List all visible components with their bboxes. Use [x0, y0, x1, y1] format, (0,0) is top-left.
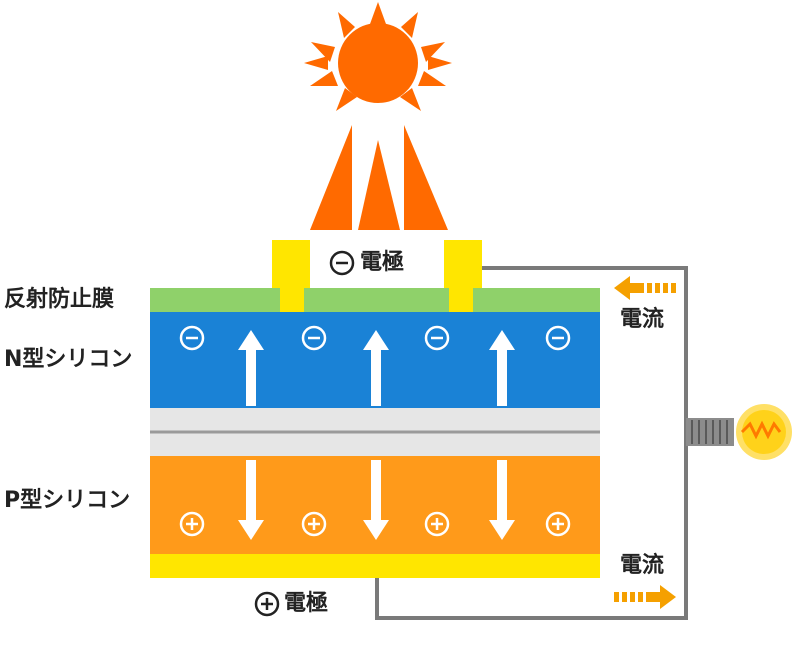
up-arrow-icon — [489, 330, 515, 406]
sun-spikes — [304, 2, 452, 111]
n-type-silicon-label: N型シリコン — [4, 347, 133, 372]
electrode-finger-right — [449, 288, 473, 312]
sun-disc — [338, 23, 418, 103]
up-arrow-icon — [238, 330, 264, 406]
plus-electrode-label: 電極 — [284, 591, 329, 616]
light-bulb-icon — [686, 404, 792, 460]
circuit-wire — [375, 266, 688, 620]
current-arrow-right-icon — [614, 585, 676, 609]
plus-circle-icon — [424, 511, 450, 537]
plus-circle-icon — [545, 511, 571, 537]
plus-circle-icon — [301, 511, 327, 537]
current-label-top: 電流 — [620, 307, 665, 332]
anti-reflection-film-label: 反射防止膜 — [4, 287, 115, 312]
electrons — [179, 325, 571, 351]
current-arrow-left-icon — [614, 276, 676, 300]
down-arrow-icon — [238, 460, 264, 540]
hole-flow-arrows — [238, 460, 515, 540]
light-ray-left — [310, 125, 352, 230]
light-ray-center — [358, 140, 400, 230]
light-rays — [310, 125, 448, 230]
minus-electrode-symbol — [329, 250, 355, 276]
minus-electrode — [272, 240, 482, 288]
down-arrow-icon — [489, 460, 515, 540]
minus-circle-icon — [545, 325, 571, 351]
minus-electrode-label: 電極 — [360, 250, 405, 275]
minus-circle-icon — [179, 325, 205, 351]
down-arrow-icon — [363, 460, 389, 540]
light-ray-right — [404, 125, 448, 230]
minus-circle-icon — [301, 325, 327, 351]
plus-electrode-layer — [150, 554, 600, 578]
current-label-bottom: 電流 — [620, 553, 665, 578]
anti-reflection-film — [150, 288, 600, 312]
sun-icon — [304, 2, 452, 111]
up-arrow-icon — [363, 330, 389, 406]
electron-flow-arrows — [238, 330, 515, 406]
holes — [179, 511, 571, 537]
p-type-silicon-label: P型シリコン — [4, 488, 131, 513]
plus-electrode-symbol — [254, 591, 280, 617]
minus-circle-icon — [424, 325, 450, 351]
electrode-finger-left — [280, 288, 304, 312]
plus-circle-icon — [179, 511, 205, 537]
